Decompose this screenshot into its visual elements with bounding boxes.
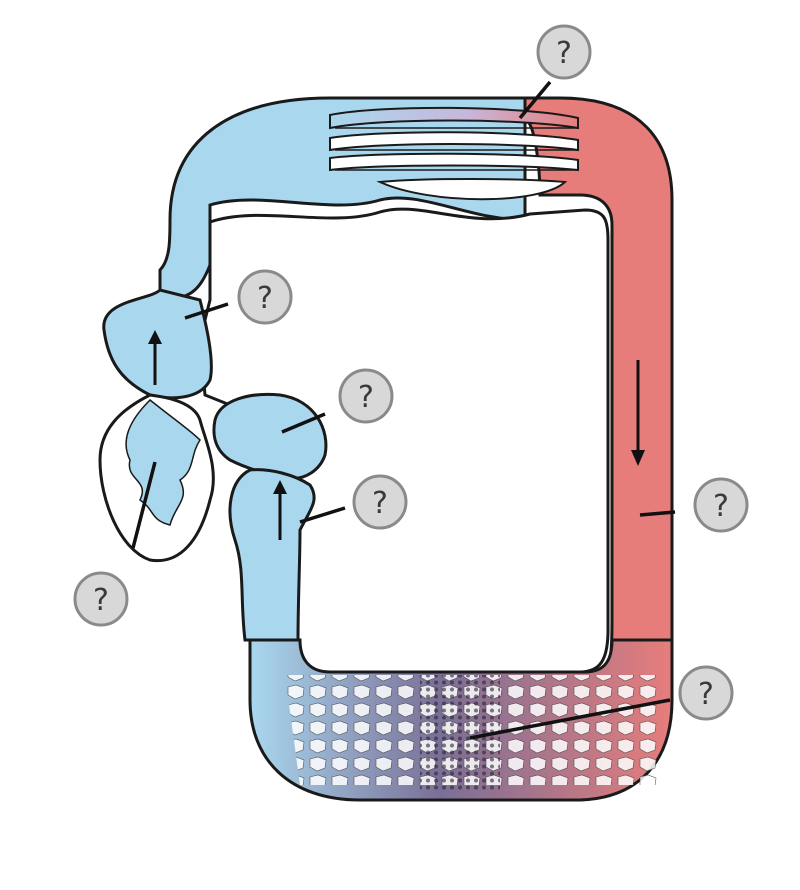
label-capillary[interactable]: ? xyxy=(678,665,734,721)
conus-label-text: ? xyxy=(93,583,109,618)
label-sinus-venosus[interactable]: ? xyxy=(352,474,408,530)
label-atrium[interactable]: ? xyxy=(237,269,293,325)
arrow-up-atrium xyxy=(273,480,287,540)
circulation-loop xyxy=(158,96,674,802)
label-artery[interactable]: ? xyxy=(693,477,749,533)
capillary-bed xyxy=(248,638,674,802)
deoxygenated-vessel xyxy=(158,96,527,302)
ventricle-lumen xyxy=(125,398,201,526)
flow-arrows xyxy=(148,330,645,540)
artery-label-text: ? xyxy=(713,489,729,524)
gill-lamellae xyxy=(329,106,579,201)
label-conus[interactable]: ? xyxy=(73,571,129,627)
label-ventricle[interactable]: ? xyxy=(338,368,394,424)
arrow-down-artery xyxy=(631,360,645,466)
capillary-label-text: ? xyxy=(698,677,714,712)
atrium-label-text: ? xyxy=(257,281,273,316)
ventricle-label-text: ? xyxy=(358,380,374,415)
gill-label-text: ? xyxy=(556,36,572,71)
atrium-chamber xyxy=(212,392,328,480)
sinus-venosus xyxy=(228,468,316,642)
sinus-venosus-label-text: ? xyxy=(372,486,388,521)
arrow-up-conus xyxy=(148,330,162,385)
label-gill[interactable]: ? xyxy=(536,24,592,80)
leader-lines xyxy=(131,80,676,740)
